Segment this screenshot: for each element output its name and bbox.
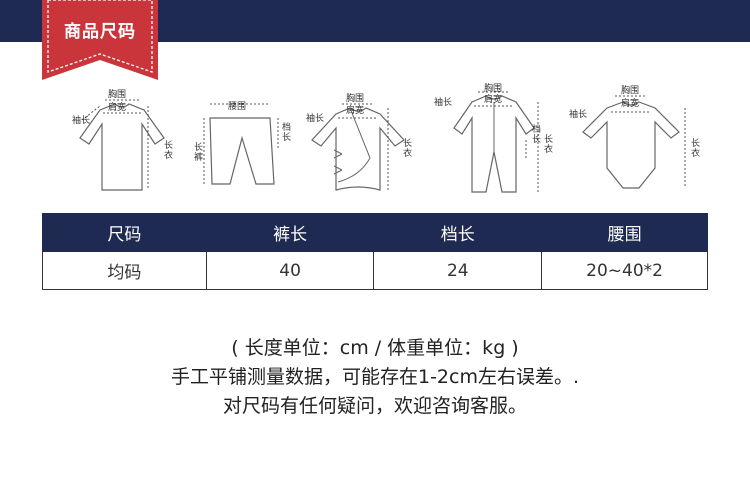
label-waist: 腰围 — [228, 102, 247, 112]
note-units: ( 长度单位：cm / 体重单位：kg ) — [231, 337, 519, 359]
cell-rise: 24 — [373, 251, 543, 290]
ribbon-shape — [42, 0, 158, 80]
label-chest: 胸围 — [484, 84, 503, 94]
top-outline-icon — [79, 99, 165, 191]
note-contact: 对尺码有任何疑问，欢迎咨询客服。 — [222, 395, 527, 417]
label-length: 长衣 — [401, 138, 411, 158]
pants-outline-icon — [203, 103, 279, 185]
label-rise: 档长 — [280, 122, 290, 142]
header-size: 尺码 — [42, 213, 207, 252]
label-length: 长衣 — [689, 138, 699, 158]
badge-title: 商品尺码 — [64, 22, 136, 42]
label-sleeve: 袖长 — [72, 116, 91, 126]
table-row: 均码 40 24 20~40*2 — [42, 251, 708, 290]
label-shoulder: 肩宽 — [108, 103, 127, 113]
cell-size: 均码 — [42, 251, 207, 290]
label-sleeve: 袖长 — [434, 98, 453, 108]
measurement-notes: ( 长度单位：cm / 体重单位：kg ) 手工平铺测量数据，可能存在1-2cm… — [0, 334, 750, 421]
label-length: 长衣 — [542, 134, 552, 154]
label-sleeve: 袖长 — [306, 114, 325, 124]
cell-waist: 20~40*2 — [541, 251, 708, 290]
header-waist: 腰围 — [541, 213, 708, 252]
note-error: 手工平铺测量数据，可能存在1-2cm左右误差。. — [170, 366, 580, 388]
table-header-row: 尺码 裤长 档长 腰围 — [42, 213, 708, 252]
label-chest: 胸围 — [346, 94, 365, 104]
label-rise: 档长 — [530, 124, 540, 144]
label-shoulder: 肩宽 — [346, 106, 365, 116]
title-badge: 商品尺码 — [42, 0, 158, 80]
figure-top: 胸围 肩宽 袖长 长衣 — [60, 78, 180, 208]
label-shoulder: 肩宽 — [621, 99, 640, 109]
figure-bodysuit: 胸围 肩宽 袖长 长衣 — [565, 78, 700, 208]
label-sleeve: 袖长 — [569, 110, 588, 120]
label-length: 长衣 — [162, 140, 172, 160]
label-shoulder: 肩宽 — [484, 95, 503, 105]
size-table: 尺码 裤长 档长 腰围 均码 40 24 20~40*2 — [42, 213, 708, 290]
kimono-outline-icon — [311, 103, 405, 191]
header-pants-length: 裤长 — [205, 213, 375, 252]
romper-outline-icon — [453, 91, 539, 193]
label-chest: 胸围 — [108, 90, 127, 100]
figure-romper: 胸围 肩宽 袖长 档长 长衣 — [430, 78, 560, 208]
header-rise: 档长 — [373, 213, 543, 252]
garment-diagrams: 胸围 肩宽 袖长 长衣 腰围 长裤 档长 胸围 肩宽 袖长 — [60, 78, 700, 208]
label-chest: 胸围 — [621, 86, 640, 96]
figure-pants: 腰围 长裤 档长 — [190, 78, 290, 208]
cell-pants-length: 40 — [205, 251, 375, 290]
figure-kimono: 胸围 肩宽 袖长 长衣 — [298, 78, 418, 208]
label-pants-length: 长裤 — [192, 142, 202, 162]
bodysuit-outline-icon — [582, 95, 686, 189]
